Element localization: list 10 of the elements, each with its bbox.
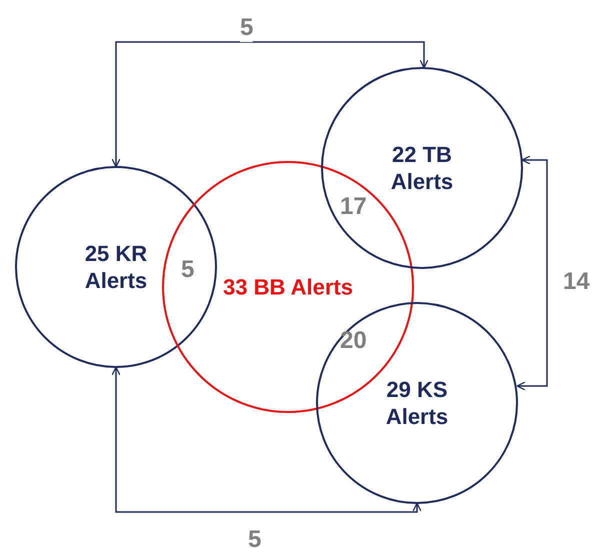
circle-label: 29 KS Alerts: [384, 376, 450, 430]
overlap-count: 17: [340, 193, 367, 221]
arrow: [111, 366, 422, 513]
overlap-count: 20: [340, 327, 367, 355]
circle-label: 33 BB Alerts: [222, 274, 354, 300]
circle-label: 25 KR Alerts: [84, 240, 148, 294]
overlap-count: 5: [181, 256, 194, 284]
circle-label: 22 TB Alerts: [390, 141, 454, 195]
arrow: [516, 155, 548, 391]
arrow: [111, 41, 429, 168]
